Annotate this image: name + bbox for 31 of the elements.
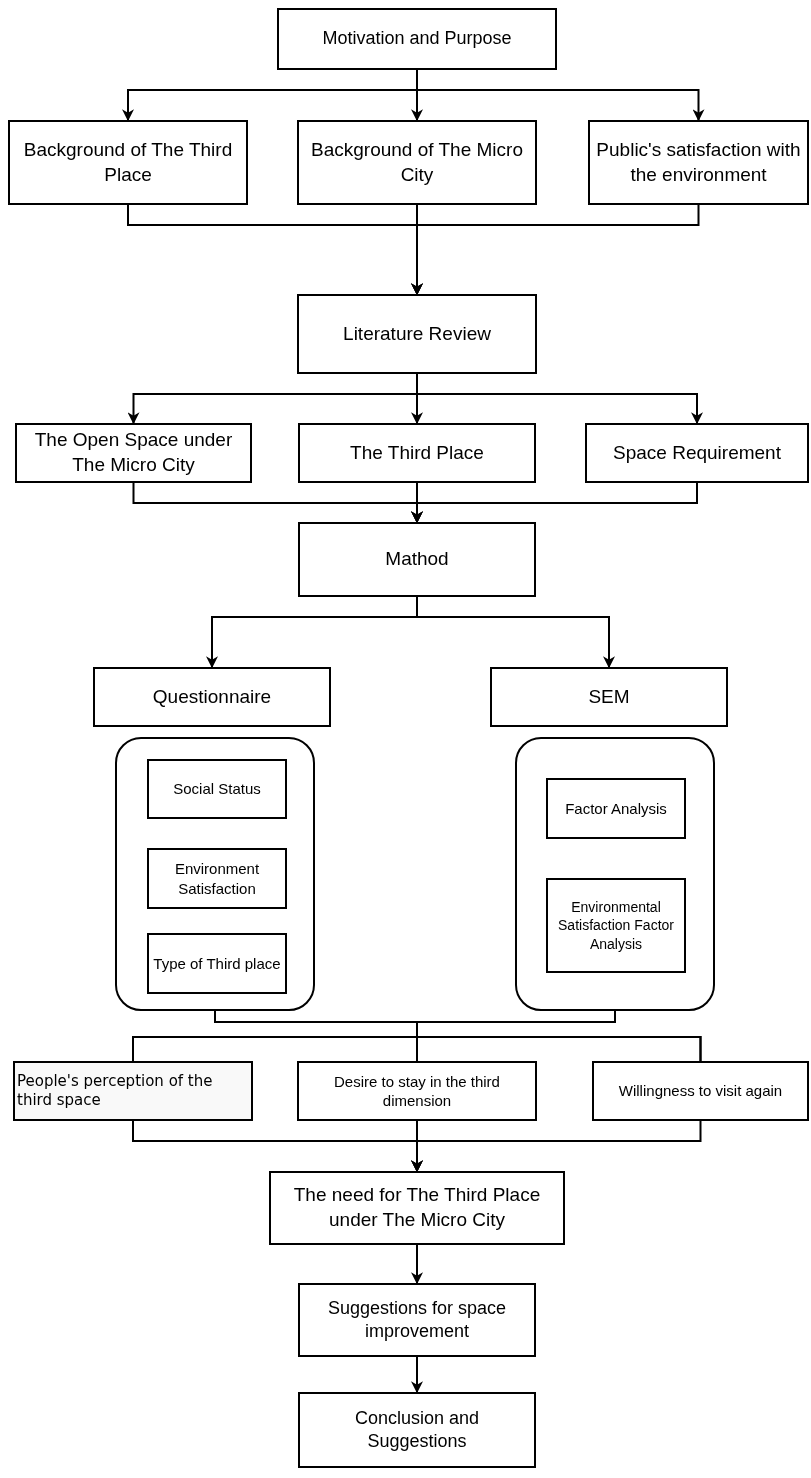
process-box: Motivation and Purpose: [277, 8, 557, 70]
process-box: Conclusion and Suggestions: [298, 1392, 536, 1468]
process-box: Space Requirement: [585, 423, 809, 483]
process-box: The Open Space under The Micro City: [15, 423, 252, 483]
rounded-container: [515, 737, 715, 1011]
process-box: Public's satisfaction with the environment: [588, 120, 809, 205]
process-box: Desire to stay in the third dimension: [297, 1061, 537, 1121]
process-box: Willingness to visit again: [592, 1061, 809, 1121]
arrow: [416, 373, 703, 425]
process-box: Background of The Third Place: [8, 120, 248, 205]
arrow: [411, 204, 700, 296]
process-box: People's perception of the third space: [13, 1061, 253, 1121]
process-box: Questionnaire: [93, 667, 331, 727]
process-box: Factor Analysis: [546, 778, 686, 839]
rounded-container: [115, 737, 315, 1011]
process-box: Environmental Satisfaction Factor Analysis: [546, 878, 686, 973]
process-box: Type of Third place: [147, 933, 287, 994]
process-box: Environment Satisfaction: [147, 848, 287, 909]
process-box: Mathod: [298, 522, 536, 597]
process-box: Social Status: [147, 759, 287, 819]
process-box: The need for The Third Place under The Micro City: [269, 1171, 565, 1245]
arrow: [416, 69, 705, 122]
arrow: [411, 482, 698, 524]
process-box: The Third Place: [298, 423, 536, 483]
process-box: Background of The Micro City: [297, 120, 537, 205]
arrow: [411, 1120, 702, 1173]
process-box: Literature Review: [297, 294, 537, 374]
process-box: SEM: [490, 667, 728, 727]
arrow: [411, 1356, 423, 1394]
arrow: [411, 1244, 423, 1285]
process-box: Suggestions for space improvement: [298, 1283, 536, 1357]
